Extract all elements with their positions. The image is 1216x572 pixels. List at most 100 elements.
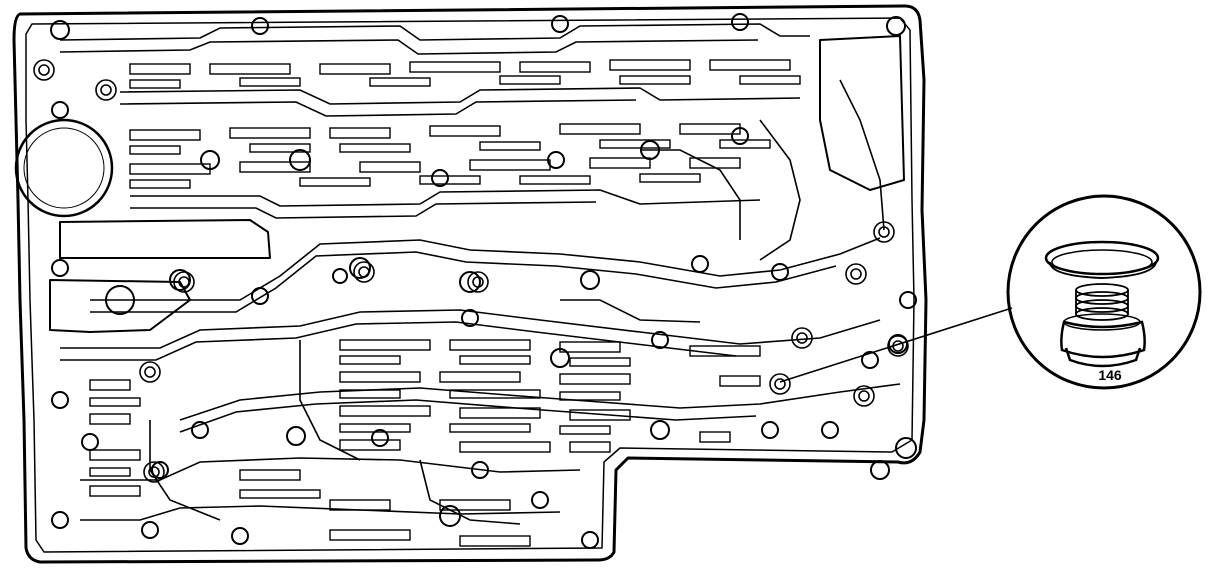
bolt-hole bbox=[173, 271, 195, 293]
fluid-channel bbox=[80, 505, 561, 521]
bolt-hole-inner bbox=[148, 466, 160, 478]
slot bbox=[459, 535, 531, 547]
check-ball bbox=[1044, 240, 1160, 280]
slot bbox=[559, 391, 621, 401]
orifice-hole bbox=[251, 287, 269, 305]
orifice-hole bbox=[289, 149, 311, 171]
orifice-hole bbox=[581, 531, 599, 549]
orifice-hole bbox=[431, 169, 449, 187]
bolt-hole-inner bbox=[472, 276, 484, 288]
bolt-hole-inner bbox=[358, 266, 370, 278]
slot bbox=[129, 179, 191, 189]
orifice-hole bbox=[200, 150, 220, 170]
fluid-channel bbox=[90, 251, 837, 313]
slot bbox=[89, 413, 131, 425]
leader-line bbox=[779, 307, 1013, 383]
slot bbox=[479, 141, 541, 151]
callout-label: 146 bbox=[1098, 367, 1122, 383]
slot bbox=[609, 59, 691, 71]
orifice-hole bbox=[861, 351, 879, 369]
fluid-channel bbox=[299, 340, 361, 461]
slot bbox=[569, 357, 631, 367]
fluid-channel bbox=[130, 189, 761, 207]
bolt-hole bbox=[769, 373, 791, 395]
slot bbox=[689, 157, 741, 169]
slot bbox=[589, 157, 651, 169]
bolt-hole bbox=[467, 271, 489, 293]
slot bbox=[129, 63, 191, 75]
slot bbox=[89, 397, 141, 407]
slot bbox=[449, 389, 541, 399]
slot bbox=[639, 173, 701, 183]
fluid-channel bbox=[60, 321, 737, 361]
orifice-hole bbox=[580, 270, 600, 290]
slot bbox=[559, 373, 631, 385]
slot bbox=[439, 499, 511, 511]
slot bbox=[569, 441, 611, 453]
slot bbox=[409, 61, 501, 73]
bolt-hole-inner bbox=[850, 268, 862, 280]
slot bbox=[459, 407, 541, 419]
bolt-hole bbox=[845, 263, 867, 285]
slot bbox=[329, 499, 391, 511]
orifice-hole bbox=[471, 461, 489, 479]
slot bbox=[239, 77, 301, 87]
orifice-hole bbox=[731, 13, 749, 31]
bolt-hole-inner bbox=[774, 378, 786, 390]
slot bbox=[209, 63, 291, 75]
orifice-hole bbox=[141, 521, 159, 539]
slot bbox=[369, 77, 431, 87]
orifice-hole bbox=[651, 331, 669, 349]
slot bbox=[129, 79, 181, 89]
slot bbox=[339, 355, 401, 365]
orifice-hole bbox=[821, 421, 839, 439]
slot bbox=[339, 371, 421, 383]
fluid-channel bbox=[119, 87, 801, 105]
large-bore bbox=[14, 118, 114, 218]
fluid-channel bbox=[759, 119, 801, 261]
slot bbox=[339, 439, 401, 451]
slot bbox=[719, 375, 761, 387]
slot bbox=[339, 389, 401, 399]
slot bbox=[299, 177, 371, 187]
slot bbox=[739, 75, 801, 85]
slot bbox=[559, 425, 611, 435]
slot bbox=[519, 175, 591, 185]
orifice-hole bbox=[640, 140, 660, 160]
orifice-hole bbox=[169, 269, 191, 291]
bolt-hole-inner bbox=[144, 366, 156, 378]
orifice-hole bbox=[81, 433, 99, 451]
orifice-hole bbox=[371, 429, 389, 447]
orifice-hole bbox=[51, 511, 69, 529]
orifice-hole bbox=[151, 461, 169, 479]
slot bbox=[239, 161, 311, 173]
bolt-hole bbox=[139, 361, 161, 383]
slot bbox=[469, 159, 551, 171]
slot bbox=[429, 125, 501, 137]
slot bbox=[449, 423, 531, 433]
corner-bore bbox=[895, 437, 917, 459]
slot bbox=[519, 61, 591, 73]
large-bore-inner bbox=[23, 127, 105, 209]
orifice-hole bbox=[650, 420, 670, 440]
orifice-hole bbox=[731, 127, 749, 145]
slot bbox=[329, 127, 391, 139]
orifice-hole bbox=[231, 527, 249, 545]
spring bbox=[1075, 283, 1129, 321]
bolt-hole-inner bbox=[796, 332, 808, 344]
orifice-hole bbox=[899, 291, 917, 309]
orifice-hole bbox=[771, 263, 789, 281]
slot bbox=[419, 175, 481, 185]
slot bbox=[249, 143, 311, 153]
slot bbox=[89, 449, 141, 461]
slot bbox=[689, 345, 761, 357]
orifice-hole bbox=[51, 259, 69, 277]
bolt-hole bbox=[95, 79, 117, 101]
fluid-channel bbox=[59, 39, 759, 55]
fluid-channel bbox=[90, 237, 881, 301]
orifice-hole bbox=[459, 271, 481, 293]
fluid-channel bbox=[149, 420, 221, 521]
orifice-hole bbox=[105, 285, 135, 315]
slot bbox=[359, 161, 421, 173]
bolt-hole-inner bbox=[878, 226, 890, 238]
